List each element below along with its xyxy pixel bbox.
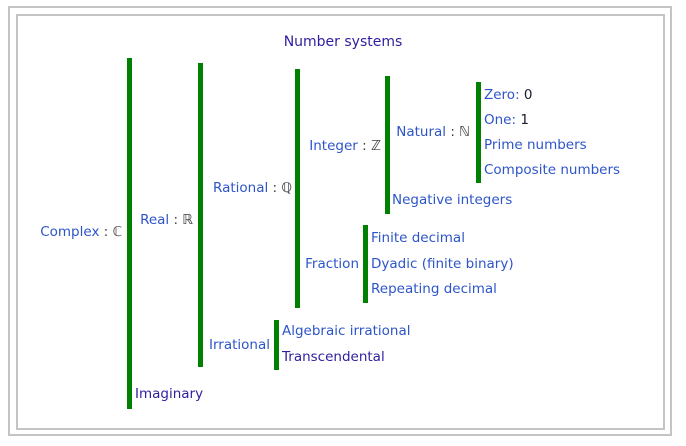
label-composite-numbers: Composite numbers: [484, 162, 620, 178]
irrational-link[interactable]: Irrational: [208, 337, 270, 353]
rational-link[interactable]: Rational: [212, 180, 269, 196]
label-rational: Rational : ℚ: [213, 180, 292, 196]
label-integer: Integer : ℤ: [309, 138, 381, 154]
label-prime-numbers: Prime numbers: [484, 137, 587, 153]
label-transcendental: Transcendental: [282, 349, 385, 365]
rational-bracket-bar: [295, 69, 300, 308]
label-zero: Zero: 0: [484, 87, 533, 103]
algebraic-irrational-link[interactable]: Algebraic irrational: [282, 323, 411, 339]
fraction-bracket-bar: [363, 225, 368, 303]
label-finite-decimal: Finite decimal: [371, 230, 465, 246]
zero-link[interactable]: Zero:: [484, 87, 520, 103]
repeating-decimal-link[interactable]: Repeating decimal: [371, 281, 497, 297]
fraction-link[interactable]: Fraction: [305, 256, 359, 272]
label-fraction: Fraction: [305, 256, 359, 272]
rational-set-symbol: : ℚ: [268, 180, 292, 196]
label-complex: Complex : ℂ: [40, 224, 122, 240]
prime-numbers-link[interactable]: Prime numbers: [484, 137, 587, 153]
label-dyadic: Dyadic (finite binary): [371, 256, 514, 272]
zero-value: 0: [519, 87, 533, 103]
real-set-symbol: : ℝ: [169, 212, 193, 228]
integer-link[interactable]: Integer: [309, 138, 358, 154]
label-algebraic-irrational: Algebraic irrational: [282, 323, 411, 339]
integer-set-symbol: : ℤ: [357, 138, 381, 154]
imaginary-link[interactable]: Imaginary: [135, 386, 204, 402]
outer-border-frame: [8, 6, 672, 436]
one-value: 1: [516, 112, 529, 128]
label-natural: Natural : ℕ: [396, 124, 470, 140]
composite-numbers-link[interactable]: Composite numbers: [484, 162, 621, 178]
inner-border-frame: [16, 14, 665, 430]
complex-set-symbol: : ℂ: [99, 224, 122, 240]
real-link[interactable]: Real: [140, 212, 170, 228]
complex-bracket-bar: [127, 58, 132, 409]
label-irrational: Irrational: [209, 337, 270, 353]
transcendental-link[interactable]: Transcendental: [282, 349, 385, 365]
label-real: Real : ℝ: [140, 212, 193, 228]
integer-bracket-bar: [385, 76, 390, 214]
real-bracket-bar: [198, 63, 203, 367]
irrational-bracket-bar: [274, 320, 279, 370]
label-one: One: 1: [484, 112, 529, 128]
natural-set-symbol: : ℕ: [446, 124, 470, 140]
complex-link[interactable]: Complex: [40, 224, 100, 240]
natural-link[interactable]: Natural: [396, 124, 447, 140]
finite-decimal-link[interactable]: Finite decimal: [371, 230, 465, 246]
natural-bracket-bar: [476, 82, 481, 183]
dyadic-link[interactable]: Dyadic (finite binary): [371, 256, 514, 272]
negative-integers-link[interactable]: Negative integers: [392, 192, 513, 208]
label-imaginary: Imaginary: [135, 386, 203, 402]
label-repeating-decimal: Repeating decimal: [371, 281, 497, 297]
label-negative-integers: Negative integers: [392, 192, 512, 208]
diagram-title[interactable]: Number systems: [283, 34, 403, 50]
one-link[interactable]: One:: [484, 112, 517, 128]
